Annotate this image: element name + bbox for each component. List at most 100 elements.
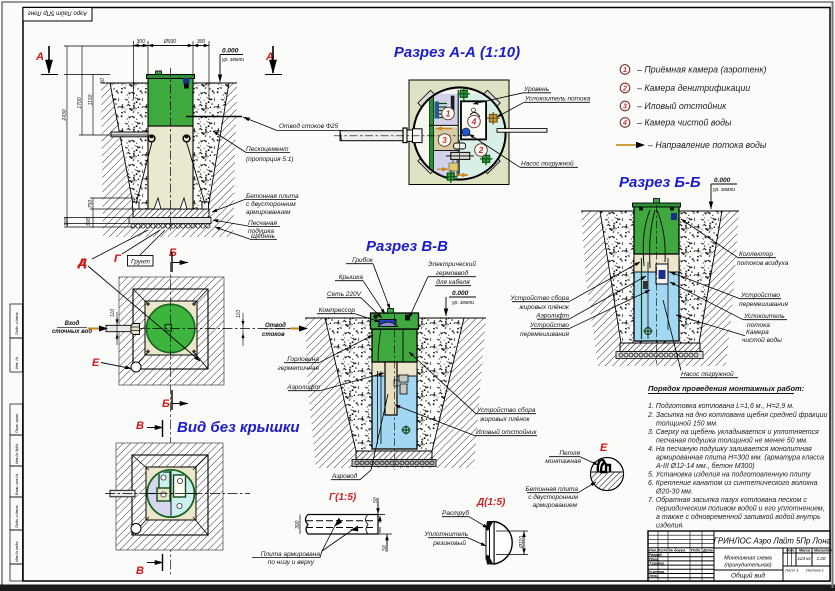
svg-text:Вход: Вход xyxy=(65,321,80,327)
svg-text:1700: 1700 xyxy=(77,97,83,108)
svg-text:2430: 2430 xyxy=(62,109,68,121)
svg-text:гермоввод: гермоввод xyxy=(436,269,469,277)
svg-text:Разрез Б-Б: Разрез Б-Б xyxy=(619,174,701,191)
svg-text:жировых плёнок: жировых плёнок xyxy=(518,304,570,311)
svg-text:ур. земли: ур. земли xyxy=(712,187,735,193)
svg-text:Изм.Лист: Изм.Лист xyxy=(649,549,668,553)
svg-text:Камера: Камера xyxy=(746,329,769,336)
svg-text:Масштаб: Масштаб xyxy=(814,549,832,553)
svg-text:Подп. и дата: Подп. и дата xyxy=(15,506,19,529)
svg-text:армированием: армированием xyxy=(246,209,291,216)
svg-text:Д: Д xyxy=(77,257,86,269)
svg-text:3: 3 xyxy=(623,104,627,111)
svg-text:Аэролифт: Аэролифт xyxy=(535,313,569,320)
svg-text:Плита армирована: Плита армирована xyxy=(261,551,321,558)
svg-text:сточных вод: сточных вод xyxy=(52,329,92,335)
svg-text:Лит.: Лит. xyxy=(785,549,795,553)
svg-text:Подп.: Подп. xyxy=(691,549,701,553)
svg-text:периодическим поливом водой и: периодическим поливом водой и его уплотн… xyxy=(656,505,825,513)
svg-text:песчаная подушка толщиной не м: песчаная подушка толщиной не менее 50 мм… xyxy=(656,437,808,445)
svg-text:Песчаная: Песчаная xyxy=(248,220,277,227)
svg-text:1150: 1150 xyxy=(88,94,94,105)
svg-text:– Камера денитрификации: – Камера денитрификации xyxy=(636,83,750,93)
svg-text:Д: Д xyxy=(78,257,87,269)
svg-text:50: 50 xyxy=(100,78,106,84)
svg-text:монтажная: монтажная xyxy=(545,458,581,465)
svg-text:Сеть 220V: Сеть 220V xyxy=(327,291,362,298)
svg-text:Е: Е xyxy=(92,357,100,369)
svg-text:Уровень: Уровень xyxy=(523,86,550,93)
svg-text:– Направление потока воды: – Направление потока воды xyxy=(647,140,767,150)
svg-text:124 кг: 124 кг xyxy=(797,556,811,561)
svg-text:Лист 1: Лист 1 xyxy=(784,568,799,573)
svg-text:Грибок: Грибок xyxy=(352,256,374,264)
svg-text:100: 100 xyxy=(64,218,70,227)
svg-text:– Камера чистой воды: – Камера чистой воды xyxy=(636,118,732,128)
svg-text:потока: потока xyxy=(747,322,770,329)
svg-text:Разрез В-В: Разрез В-В xyxy=(366,238,448,255)
svg-text:Общий вид: Общий вид xyxy=(731,572,765,580)
svg-text:Компрессор: Компрессор xyxy=(319,307,356,314)
svg-text:армированием: армированием xyxy=(532,502,577,509)
svg-text:толщиной 150 мм.: толщиной 150 мм. xyxy=(656,420,718,428)
svg-text:Б: Б xyxy=(162,398,170,410)
svg-text:– Иловый отстойник: – Иловый отстойник xyxy=(636,101,727,111)
svg-text:50: 50 xyxy=(382,545,388,551)
svg-text:по низу и верху: по низу и верху xyxy=(268,559,315,566)
svg-text:Инв.№ подл.: Инв.№ подл. xyxy=(15,541,19,562)
svg-text:0.000: 0.000 xyxy=(452,290,469,297)
svg-text:перемешивания: перемешивания xyxy=(520,331,569,338)
svg-text:300: 300 xyxy=(197,39,206,45)
svg-text:5. Установка изделия на подгот: 5. Установка изделия на подготовленную п… xyxy=(648,471,811,479)
svg-text:чистой воды: чистой воды xyxy=(742,336,782,344)
svg-text:Инв.№ дубл.: Инв.№ дубл. xyxy=(15,443,19,464)
svg-text:Утв.: Утв. xyxy=(649,574,658,578)
svg-text:армированная плита Н=300 мм. (: армированная плита Н=300 мм. (арматура к… xyxy=(656,455,824,462)
svg-text:0.000: 0.000 xyxy=(714,177,731,184)
svg-text:Петля: Петля xyxy=(559,450,580,457)
svg-text:Аэролифт: Аэролифт xyxy=(286,384,320,391)
svg-text:– Приёмная камера (аэротенк): – Приёмная камера (аэротенк) xyxy=(636,65,767,75)
svg-text:3: 3 xyxy=(442,135,447,145)
svg-text:Монтажная схема: Монтажная схема xyxy=(724,556,772,562)
svg-text:300: 300 xyxy=(295,520,301,529)
svg-text:а также с одновременной запивк: а также с одновременной запивкой водой в… xyxy=(656,513,821,521)
svg-text:Горловина: Горловина xyxy=(287,356,319,363)
svg-text:А: А xyxy=(265,51,274,63)
svg-text:Г: Г xyxy=(114,253,122,265)
svg-text:Б: Б xyxy=(169,247,177,259)
svg-text:№ докум.: № докум. xyxy=(668,549,686,553)
svg-text:Порядок проведения монтажных р: Порядок проведения монтажных работ: xyxy=(648,384,805,393)
svg-text:Насос погружной: Насос погружной xyxy=(521,160,574,168)
svg-text:Инв. №: Инв. № xyxy=(15,357,19,369)
svg-text:с двусторонним: с двусторонним xyxy=(246,200,296,208)
svg-text:3. Сверху на щебень укладывает: 3. Сверху на щебень укладывается и уплот… xyxy=(648,428,819,436)
svg-text:Успокоитель потока: Успокоитель потока xyxy=(524,96,591,103)
svg-text:Устройство: Устройство xyxy=(529,321,569,329)
svg-text:резиновый: резиновый xyxy=(432,539,466,547)
svg-text:Ø20-30 мм.: Ø20-30 мм. xyxy=(655,489,693,496)
svg-text:Подп. и дата: Подп. и дата xyxy=(15,313,19,336)
svg-text:Успокоитель: Успокоитель xyxy=(743,313,785,320)
svg-text:Пров.: Пров. xyxy=(649,557,659,561)
svg-text:300: 300 xyxy=(137,39,146,45)
svg-text:Крышка: Крышка xyxy=(339,274,364,281)
svg-text:4: 4 xyxy=(622,120,627,127)
svg-text:изделия.: изделия. xyxy=(656,522,684,530)
svg-text:110: 110 xyxy=(236,310,242,318)
svg-text:Е: Е xyxy=(600,442,608,454)
svg-text:ур. земли: ур. земли xyxy=(221,57,244,63)
svg-text:ур. земли: ур. земли xyxy=(451,300,474,306)
svg-text:для кабеля: для кабеля xyxy=(436,278,470,286)
svg-text:Ø930: Ø930 xyxy=(163,39,176,45)
svg-text:Ø110: Ø110 xyxy=(519,536,525,549)
svg-text:Устройство: Устройство xyxy=(740,291,780,299)
svg-text:0.000: 0.000 xyxy=(222,48,239,55)
svg-text:Разраб.: Разраб. xyxy=(649,553,663,557)
svg-text:Д(1:5): Д(1:5) xyxy=(476,497,506,508)
svg-text:Отвод стоков Ф25: Отвод стоков Ф25 xyxy=(279,122,339,130)
svg-text:Разрез А-А (1:10): Разрез А-А (1:10) xyxy=(394,44,520,61)
svg-text:Аэровод: Аэровод xyxy=(331,472,358,480)
svg-text:Т.контр.: Т.контр. xyxy=(649,562,665,566)
svg-text:потоков воздуха: потоков воздуха xyxy=(737,259,789,267)
